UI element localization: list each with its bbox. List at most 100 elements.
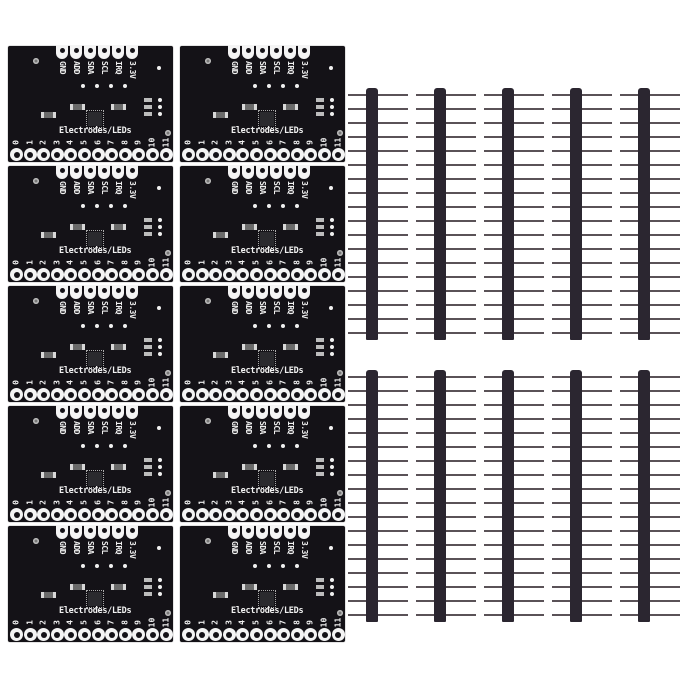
pin-label: IRQ (286, 181, 295, 194)
header-pin (620, 558, 680, 560)
header-pin (416, 474, 476, 476)
smd-resistor (213, 352, 228, 358)
electrode-number-label: 10 (147, 377, 157, 388)
solder-jumper (316, 98, 324, 102)
header-pad-top (56, 525, 68, 539)
solder-jumper (316, 352, 324, 356)
header-pad-bottom (132, 388, 146, 401)
via-dot (330, 585, 334, 589)
header-pin (484, 530, 544, 532)
electrode-number-label: 3 (224, 140, 234, 145)
header-pad-bottom (182, 388, 195, 401)
mounting-hole (165, 490, 171, 496)
header-pad-top (56, 405, 68, 419)
via-dot (158, 465, 162, 469)
electrode-number-label: 3 (224, 620, 234, 625)
header-pad-bottom (277, 148, 291, 161)
electrode-number-label: 9 (305, 260, 315, 265)
solder-jumper (316, 225, 324, 229)
header-pin (484, 558, 544, 560)
smd-resistor (70, 584, 85, 590)
via-dot (95, 204, 99, 208)
electrode-number-label: 9 (133, 500, 143, 505)
board-title: Electrodes/LEDs (59, 606, 132, 616)
via-dot (109, 204, 113, 208)
header-pad-bottom (331, 268, 345, 281)
header-pad-bottom (64, 508, 78, 521)
via-dot (329, 306, 333, 310)
header-pad-bottom (331, 628, 345, 641)
header-pad-bottom (182, 508, 195, 521)
pin-label: IRQ (286, 61, 295, 74)
header-pin (620, 248, 680, 250)
electrode-number-label: 6 (93, 140, 103, 145)
electrode-number-label: 10 (319, 497, 329, 508)
header-pin (416, 376, 476, 378)
smd-resistor (213, 472, 228, 478)
electrode-number-label: 7 (106, 380, 116, 385)
header-pin (484, 544, 544, 546)
mounting-hole (205, 178, 211, 184)
header-pin (484, 248, 544, 250)
board-title: Electrodes/LEDs (59, 486, 132, 496)
electrode-number-label: 3 (52, 260, 62, 265)
header-pin (620, 460, 680, 462)
electrode-number-label: 10 (147, 137, 157, 148)
header-pin (484, 136, 544, 138)
pin-header-strip (416, 370, 476, 622)
header-plastic-bar (502, 88, 514, 340)
header-pad-top (242, 405, 254, 419)
header-pin (416, 460, 476, 462)
electrode-number-label: 10 (147, 497, 157, 508)
header-pin (552, 544, 612, 546)
via-dot (95, 324, 99, 328)
header-plastic-bar (366, 88, 378, 340)
header-pad-bottom (105, 148, 119, 161)
board-title: Electrodes/LEDs (231, 606, 304, 616)
header-pad-bottom (159, 148, 173, 161)
header-pad-bottom (146, 388, 159, 401)
header-pad-bottom (290, 628, 304, 641)
header-pin (348, 614, 408, 616)
header-pin (620, 136, 680, 138)
pin-label: 3.3V (128, 541, 137, 559)
header-pad-top (298, 405, 310, 419)
header-pin (348, 220, 408, 222)
pin-label: GND (58, 301, 67, 314)
header-plastic-bar (638, 88, 650, 340)
electrode-number-label: 0 (183, 140, 193, 145)
header-pin (348, 558, 408, 560)
header-pin (620, 418, 680, 420)
header-pin (416, 530, 476, 532)
electrode-number-label: 9 (305, 380, 315, 385)
pin-label: IRQ (286, 301, 295, 314)
electrode-number-label: 1 (197, 380, 207, 385)
header-pad-bottom (132, 508, 146, 521)
header-pad-bottom (209, 268, 223, 281)
header-pin (416, 276, 476, 278)
electrode-number-label: 1 (25, 620, 35, 625)
electrode-number-label: 4 (65, 620, 75, 625)
header-plastic-bar (502, 370, 514, 622)
header-pad-bottom (159, 508, 173, 521)
header-pad-top (298, 45, 310, 59)
header-pad-bottom (37, 148, 51, 161)
header-pin (484, 586, 544, 588)
pin-label: 3.3V (128, 301, 137, 319)
electrode-number-label: 11 (161, 257, 171, 268)
touch-controller-ic (86, 230, 104, 248)
header-pad-top (256, 405, 268, 419)
header-pad-top (256, 525, 268, 539)
header-pad-bottom (64, 628, 78, 641)
electrode-number-label: 7 (278, 140, 288, 145)
electrode-number-label: 9 (305, 620, 315, 625)
smd-resistor (242, 344, 257, 350)
smd-resistor (41, 352, 56, 358)
via-dot (123, 84, 127, 88)
header-pad-bottom (132, 268, 146, 281)
header-pin (416, 220, 476, 222)
header-pin (348, 376, 408, 378)
header-pin (552, 234, 612, 236)
header-pin (552, 262, 612, 264)
